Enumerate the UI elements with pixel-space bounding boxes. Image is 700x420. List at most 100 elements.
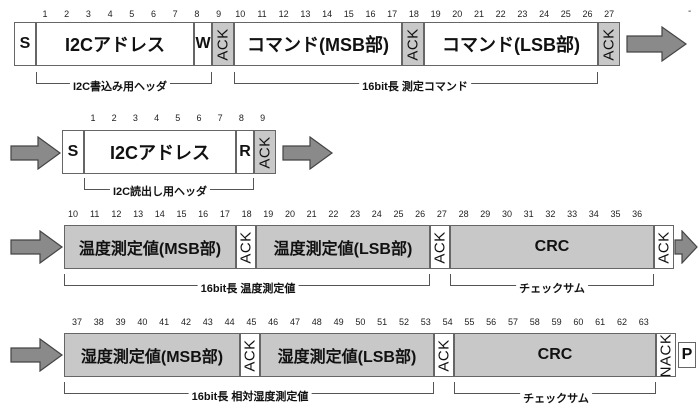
write-header-label: I2C書込み用ヘッダ <box>69 78 171 94</box>
continue-arrow-icon <box>626 26 688 62</box>
write-bit: W <box>194 22 212 66</box>
bit-number: 51 <box>377 317 388 327</box>
ack-label: ACK <box>256 135 274 169</box>
bit-number: 11 <box>90 209 100 219</box>
bit-number: 4 <box>154 113 160 123</box>
bit-number: 46 <box>268 317 279 327</box>
crc-label: CRC <box>534 238 570 255</box>
bit-number: 62 <box>616 317 628 327</box>
bit-number: 17 <box>219 209 230 219</box>
read-header-label: I2C読出し用ヘッダ <box>109 183 211 199</box>
ack-field: ACK <box>598 22 620 66</box>
corner-mark: - <box>688 6 692 17</box>
bit-number: 33 <box>567 209 578 219</box>
temp-lsb-label: 温度測定値(LSB部) <box>273 241 413 258</box>
input-arrow-icon <box>10 338 64 372</box>
ack-label: ACK <box>655 230 673 264</box>
bit-number: 5 <box>175 113 181 123</box>
bit-number: 48 <box>311 317 322 327</box>
bit-number: 25 <box>560 9 571 19</box>
bit-number: 8 <box>238 113 244 123</box>
continue-arrow-icon <box>674 230 698 264</box>
stop-label: P <box>681 346 693 363</box>
continue-arrow-icon <box>282 136 334 170</box>
ack-label: ACK <box>404 27 422 61</box>
bit-number: 28 <box>458 209 469 219</box>
command-msb-label: コマンド(MSB部) <box>247 35 389 55</box>
bit-number: 59 <box>551 317 562 327</box>
hum-lsb-label: 湿度測定値(LSB部) <box>277 349 417 366</box>
hum-value-label: 16bit長 相対湿度測定値 <box>188 388 312 404</box>
bit-number: 1 <box>90 113 96 123</box>
bit-number: 10 <box>67 209 79 219</box>
measure-command-label: 16bit長 測定コマンド <box>359 78 471 94</box>
bit-number: 23 <box>517 9 528 19</box>
bit-number: 63 <box>638 317 649 327</box>
bit-number: 9 <box>260 113 266 123</box>
bit-number: 12 <box>111 209 122 219</box>
temp-lsb-field: 温度測定値(LSB部) <box>256 225 430 269</box>
command-lsb-field: コマンド(LSB部) <box>424 22 598 66</box>
bit-number: 14 <box>154 209 165 219</box>
write-bit-label: W <box>195 35 211 52</box>
bit-number: 5 <box>129 9 135 19</box>
bit-number: 7 <box>217 113 223 123</box>
ack-field: ACK <box>430 225 450 269</box>
input-arrow-icon <box>10 136 62 170</box>
checksum-label: チェックサム <box>520 390 592 406</box>
bit-number: 52 <box>398 317 410 327</box>
bit-number: 17 <box>387 9 398 19</box>
bit-number: 20 <box>284 209 296 219</box>
bit-number: 18 <box>241 209 252 219</box>
hum-msb-field: 湿度測定値(MSB部) <box>64 333 240 377</box>
bit-number: 55 <box>464 317 475 327</box>
bit-number: 27 <box>436 209 447 219</box>
bit-number: 49 <box>333 317 344 327</box>
bit-number: 50 <box>355 317 366 327</box>
bit-number: 23 <box>350 209 361 219</box>
bit-number: 34 <box>588 209 599 219</box>
bit-number: 19 <box>263 209 274 219</box>
bit-number: 26 <box>582 9 593 19</box>
ack-field: ACK <box>240 333 260 377</box>
bit-number: 10 <box>235 9 246 19</box>
bit-number: 8 <box>194 9 200 19</box>
bit-number: 13 <box>300 9 311 19</box>
start-label: S <box>67 143 79 160</box>
bit-number: 31 <box>523 209 534 219</box>
repeated-start-condition: S <box>62 130 84 174</box>
bit-number: 15 <box>176 209 187 219</box>
bit-number: 3 <box>132 113 138 123</box>
bit-number: 7 <box>172 9 178 19</box>
ack-field: ACK <box>254 130 276 174</box>
bit-number: 6 <box>150 9 157 19</box>
bit-number: 24 <box>371 209 382 219</box>
start-label: S <box>19 35 31 52</box>
ack-label: ACK <box>435 338 453 372</box>
i2c-address-label: I2Cアドレス <box>109 143 210 163</box>
bit-number: 54 <box>442 317 453 327</box>
bit-number: 9 <box>216 9 222 19</box>
bit-number: 27 <box>604 9 615 19</box>
bit-number: 2 <box>64 9 70 19</box>
ack-field: ACK <box>402 22 424 66</box>
bit-number: 2 <box>111 113 117 123</box>
bit-number: 24 <box>539 9 550 19</box>
bit-number: 3 <box>85 9 91 19</box>
bit-number: 35 <box>610 209 621 219</box>
bit-number: 18 <box>408 9 419 19</box>
bit-number: 19 <box>430 9 441 19</box>
bit-number: 43 <box>202 317 213 327</box>
command-lsb-label: コマンド(LSB部) <box>442 35 580 55</box>
bit-number: 26 <box>415 209 426 219</box>
i2c-address-field: I2Cアドレス <box>84 130 236 174</box>
bit-number: 57 <box>507 317 519 327</box>
ack-field: ACK <box>654 225 674 269</box>
bit-number: 61 <box>595 317 606 327</box>
command-msb-field: コマンド(MSB部) <box>234 22 402 66</box>
hum-lsb-field: 湿度測定値(LSB部) <box>260 333 434 377</box>
bit-number: 6 <box>196 113 202 123</box>
bit-number: 21 <box>473 9 485 19</box>
hum-msb-label: 湿度測定値(MSB部) <box>80 349 224 366</box>
